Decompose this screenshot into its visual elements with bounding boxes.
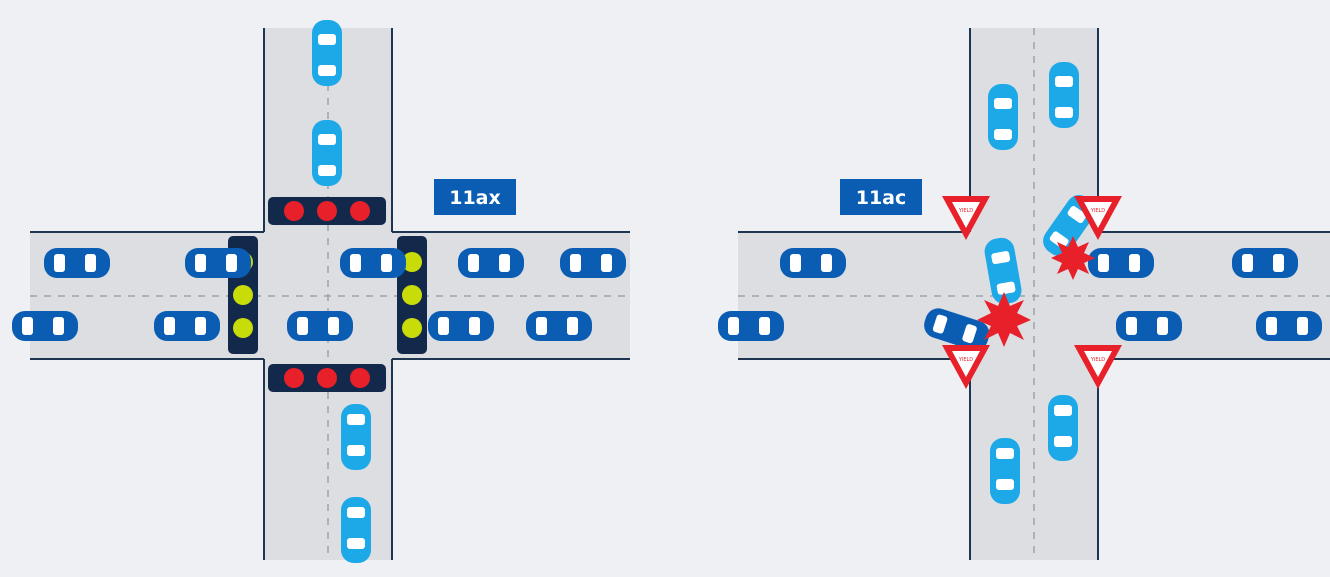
svg-text:YIELD: YIELD [1090,357,1105,363]
car [988,84,1018,150]
traffic-light-north [268,197,386,225]
intersection-label-box: 11ac [840,179,922,215]
car [340,248,406,278]
intersection-signalized: 11ax [12,20,630,563]
car [341,404,371,470]
svg-text:YIELD: YIELD [958,208,973,214]
svg-text:YIELD: YIELD [1090,208,1105,214]
car [560,248,626,278]
car [990,438,1020,504]
car [154,311,220,341]
car [1048,395,1078,461]
car [526,311,592,341]
car [1256,311,1322,341]
car [718,311,784,341]
intersection-label-box: 11ax [434,179,516,215]
svg-text:YIELD: YIELD [958,357,973,363]
car [428,311,494,341]
intersection-yield: 11ac YIELD [718,28,1330,560]
yield-sign: YIELD [1074,345,1122,389]
car [1116,311,1182,341]
yield-sign: YIELD [942,345,990,389]
car [780,248,846,278]
lane-markings [738,28,1330,560]
yield-sign: YIELD [1074,196,1122,240]
road-surface [30,28,630,560]
car [341,497,371,563]
lane-markings [30,28,630,560]
road-edges [30,28,630,560]
car [1049,62,1079,128]
car [185,248,251,278]
car [312,120,342,186]
crash-star-icon [1051,236,1095,280]
intersection-label: 11ac [856,187,907,209]
car [12,311,78,341]
yield-sign: YIELD [942,196,990,240]
car [1088,248,1154,278]
traffic-light-south [268,364,386,392]
car [312,20,342,86]
car [44,248,110,278]
intersection-label: 11ax [449,187,501,209]
crash-star-icon [977,292,1031,347]
car [458,248,524,278]
car [287,311,353,341]
car [1232,248,1298,278]
